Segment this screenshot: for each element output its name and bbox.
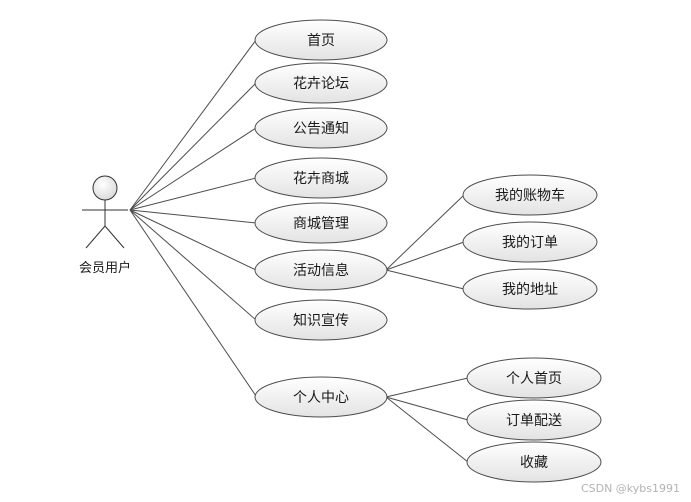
actor-head [92, 175, 118, 201]
assoc-line-notice [129, 127, 257, 211]
use-case-label: 个人中心 [293, 390, 349, 406]
assoc-line-activity [129, 209, 257, 271]
use-case-label: 我的订单 [502, 235, 558, 251]
use-case-order-delivery[interactable]: 订单配送 [466, 399, 602, 441]
assoc-line-personal [129, 209, 257, 397]
assoc-line-knowledge [129, 209, 257, 321]
use-case-knowledge[interactable]: 知识宣传 [254, 299, 388, 341]
use-case-label: 我的地址 [502, 282, 558, 298]
use-case-my-address[interactable]: 我的地址 [462, 268, 598, 310]
assoc-line-personal-home [385, 377, 469, 398]
assoc-line-home [129, 39, 257, 211]
use-case-label: 我的账物车 [495, 187, 565, 204]
watermark: CSDN @kybs1991 [581, 482, 680, 495]
use-case-label: 商城管理 [293, 216, 349, 232]
use-case-label: 个人首页 [506, 371, 562, 387]
use-case-label: 花卉论坛 [293, 76, 349, 92]
actor-label: 会员用户 [79, 260, 131, 276]
actor-right-leg [104, 225, 125, 249]
actor-member-user[interactable]: 会员用户 [79, 175, 131, 276]
assoc-line-cart [385, 194, 465, 271]
use-case-forum[interactable]: 花卉论坛 [254, 62, 388, 104]
use-case-favorites[interactable]: 收藏 [466, 441, 602, 483]
association-lines [129, 39, 469, 463]
assoc-line-favorites [385, 396, 469, 463]
use-case-home[interactable]: 首页 [254, 19, 388, 61]
use-case-notice[interactable]: 公告通知 [254, 107, 388, 149]
actor-left-leg [85, 225, 106, 249]
use-case-label: 订单配送 [506, 413, 562, 429]
use-case-cart[interactable]: 我的账物车 [462, 174, 598, 216]
use-case-personal-center[interactable]: 个人中心 [254, 376, 388, 418]
assoc-line-delivery [385, 396, 469, 421]
use-case-label: 首页 [307, 33, 335, 49]
use-case-label: 收藏 [520, 455, 548, 471]
assoc-line-orders [385, 241, 465, 271]
assoc-line-forum [129, 82, 257, 211]
use-case-personal-home[interactable]: 个人首页 [466, 357, 602, 399]
assoc-line-mall-manage [129, 209, 257, 224]
use-case-mall-manage[interactable]: 商城管理 [254, 202, 388, 244]
use-case-my-orders[interactable]: 我的订单 [462, 221, 598, 263]
assoc-line-address [385, 269, 465, 290]
use-case-label: 花卉商城 [293, 171, 349, 187]
use-case-label: 公告通知 [293, 120, 349, 137]
assoc-line-mall [129, 177, 257, 211]
use-case-mall[interactable]: 花卉商城 [254, 157, 388, 199]
use-case-label: 活动信息 [293, 262, 349, 279]
use-case-label: 知识宣传 [293, 312, 349, 329]
use-case-activity[interactable]: 活动信息 [254, 249, 388, 291]
